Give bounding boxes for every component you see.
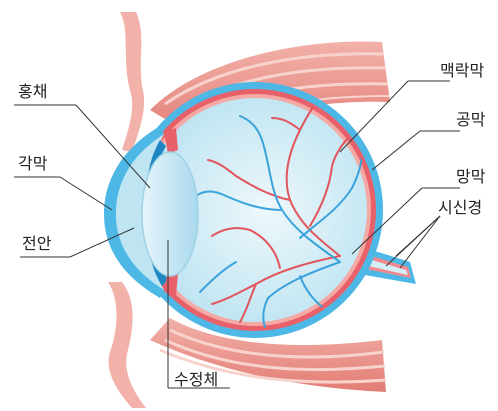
label-retina: 망막 <box>456 169 485 185</box>
upper-eyelid <box>120 12 144 152</box>
label-anterior-chamber: 전안 <box>22 236 51 252</box>
lower-eyelid <box>108 282 146 408</box>
label-optic-nerve: 시신경 <box>438 200 482 216</box>
label-cornea: 각막 <box>18 156 47 172</box>
label-sclera: 공막 <box>456 112 485 128</box>
label-iris: 홍채 <box>18 84 47 100</box>
lens <box>142 152 198 276</box>
label-choroid: 맥락막 <box>440 63 484 79</box>
label-lens: 수정체 <box>174 372 218 388</box>
